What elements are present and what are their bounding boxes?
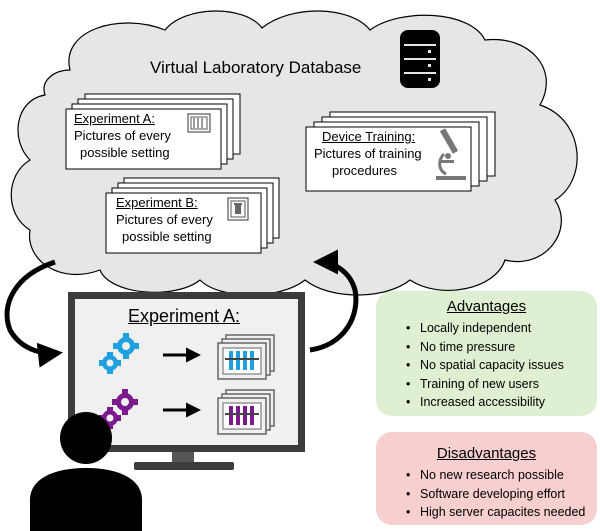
flask-icon-experiment-b — [227, 197, 249, 221]
list-item: High server capacites needed — [406, 503, 597, 522]
card-line: possible setting — [80, 145, 170, 160]
card-line: possible setting — [122, 229, 212, 244]
arrow-left-curved — [4, 259, 63, 368]
advantages-title: Advantages — [446, 298, 527, 315]
card-title: Experiment A: — [74, 111, 155, 126]
card-experiment-b: Experiment B: Pictures of every possible… — [116, 195, 213, 245]
list-item: Software developing effort — [406, 485, 597, 504]
database-title: Virtual Laboratory Database — [150, 58, 362, 77]
list-item: No spatial capacity issues — [406, 356, 597, 375]
card-line: Pictures of every — [116, 212, 213, 227]
microscope-icon — [436, 128, 466, 180]
list-item: Increased accessibility — [406, 393, 597, 412]
card-line: Pictures of every — [74, 128, 171, 143]
card-title: Experiment B: — [116, 195, 198, 210]
rack-icon-experiment-a — [187, 113, 211, 133]
gear-icon-blue — [99, 333, 139, 374]
card-stack-experiment-b — [105, 177, 280, 254]
card-device-training: Device Training: Pictures of training pr… — [314, 129, 422, 179]
person-icon — [30, 412, 142, 531]
card-line: procedures — [332, 163, 398, 178]
card-line: Pictures of training — [314, 146, 422, 161]
database-icon — [400, 30, 440, 88]
advantages-list: Locally independent No time pressure No … — [406, 319, 597, 412]
arrow-right-curved — [309, 249, 359, 353]
list-item: Training of new users — [406, 375, 597, 394]
test-tube-rack-icon-blue — [217, 334, 275, 380]
list-item: No time pressure — [406, 338, 597, 357]
list-item: Locally independent — [406, 319, 597, 338]
card-title: Device Training: — [322, 129, 416, 144]
disadvantages-box: Disadvantages No new research possible S… — [376, 445, 597, 522]
card-stack-experiment-a — [65, 93, 241, 170]
list-item: No new research possible — [406, 466, 597, 485]
advantages-box: Advantages Locally independent No time p… — [376, 298, 597, 412]
monitor-title: Experiment A: — [128, 306, 241, 326]
card-stack-device-training — [305, 111, 496, 192]
disadvantages-title: Disadvantages — [436, 445, 537, 462]
disadvantages-list: No new research possible Software develo… — [406, 466, 597, 522]
test-tube-rack-icon-purple — [217, 389, 275, 435]
card-experiment-a: Experiment A: Pictures of every possible… — [74, 111, 171, 161]
